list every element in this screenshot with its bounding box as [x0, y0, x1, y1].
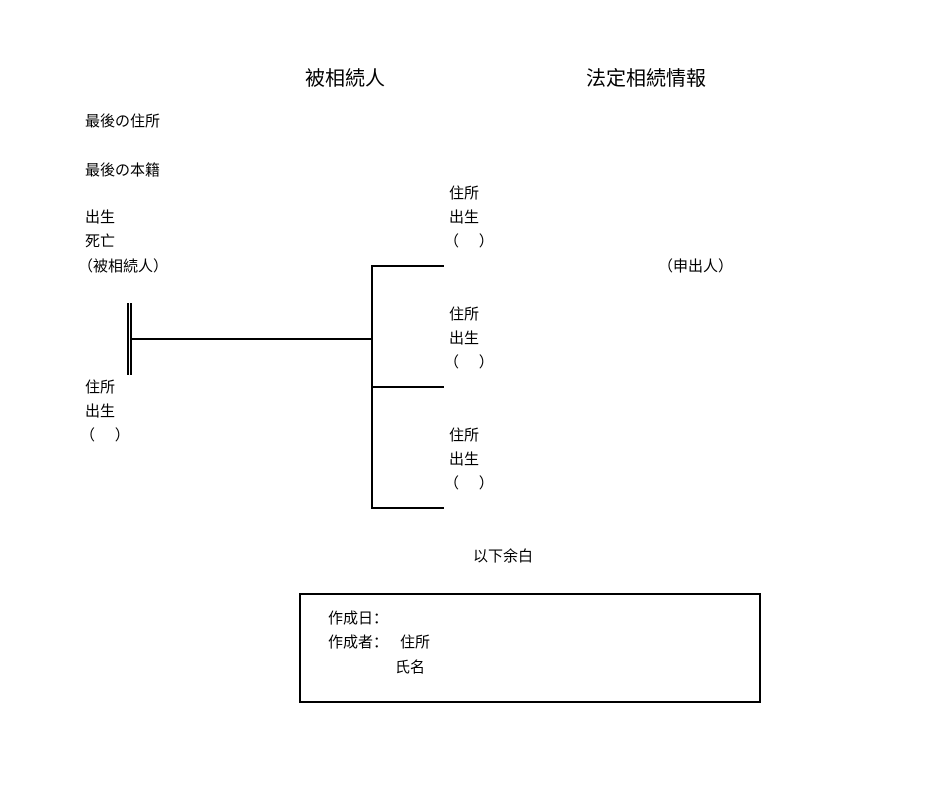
last-address-label: 最後の住所 — [85, 112, 161, 130]
spouse-relation-label: （ ） — [80, 426, 130, 444]
child-relation-label: （ ） — [444, 232, 494, 250]
applicant-label: （申出人） — [658, 257, 734, 275]
end-note: 以下余白 — [473, 547, 534, 565]
decedent-birth-label: 出生 — [85, 208, 116, 226]
info-title: 法定相続情報 — [586, 66, 706, 90]
child-birth-label: 出生 — [449, 329, 480, 347]
decedent-title: 被相続人 — [305, 66, 385, 90]
last-domicile-label: 最後の本籍 — [85, 161, 161, 179]
child-branch-line — [371, 507, 444, 509]
spouse-address-label: 住所 — [85, 378, 116, 396]
child-branch-line — [371, 386, 444, 388]
decedent-role-label: （被相続人） — [78, 257, 169, 275]
child-birth-label: 出生 — [449, 450, 480, 468]
child-relation-label: （ ） — [444, 474, 494, 492]
child-address-label: 住所 — [449, 305, 480, 323]
spouse-birth-label: 出生 — [85, 402, 116, 420]
creator-name-label: 氏名 — [395, 658, 426, 676]
child-branch-line — [371, 265, 444, 267]
child-address-label: 住所 — [449, 184, 480, 202]
creator-info-box — [299, 593, 761, 703]
descent-line — [131, 338, 373, 340]
decedent-death-label: 死亡 — [85, 232, 116, 250]
creator-label: 作成者： — [328, 633, 389, 651]
child-birth-label: 出生 — [449, 208, 480, 226]
child-relation-label: （ ） — [444, 353, 494, 371]
created-date-label: 作成日： — [328, 609, 389, 627]
creator-address-label: 住所 — [400, 633, 431, 651]
child-address-label: 住所 — [449, 426, 480, 444]
